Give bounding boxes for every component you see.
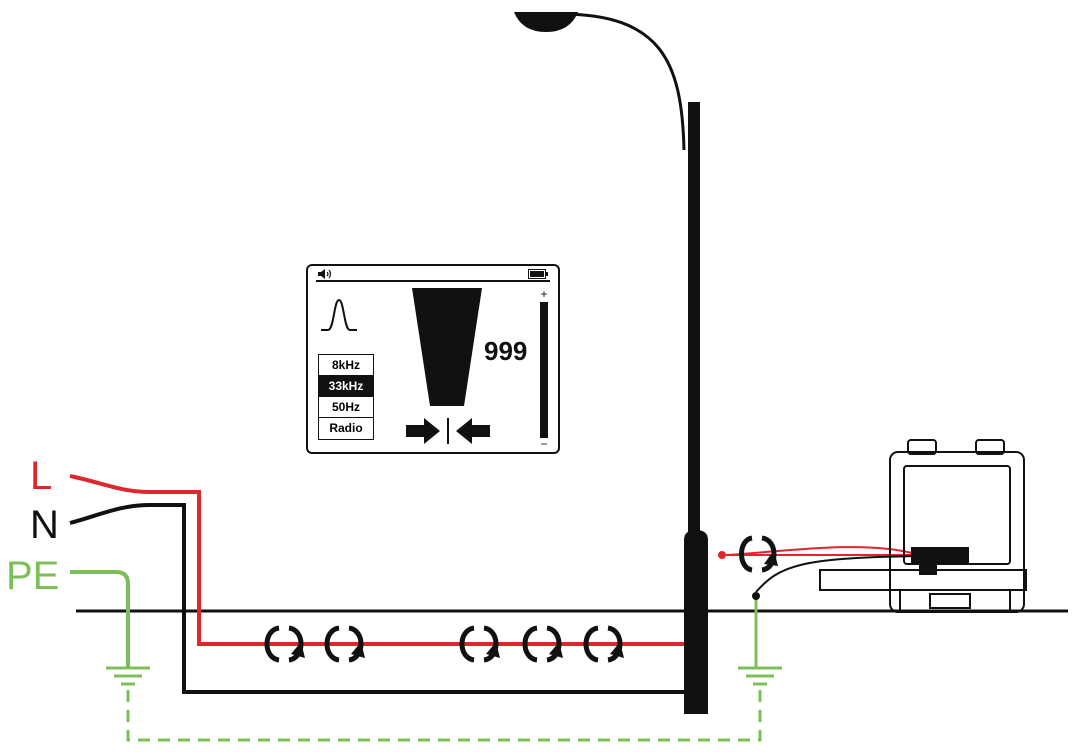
display-header-rule bbox=[316, 280, 550, 282]
signal-gauge: + − bbox=[540, 288, 548, 450]
battery-icon bbox=[528, 269, 548, 279]
earth-stake-node bbox=[752, 592, 760, 600]
earth-wire-label: PE bbox=[6, 554, 60, 598]
frequency-radio[interactable]: Radio bbox=[329, 421, 363, 435]
signal-reading: 999 bbox=[484, 336, 528, 366]
ground-symbol-icon bbox=[104, 666, 152, 686]
speaker-icon bbox=[318, 269, 332, 279]
live-wire-label: L bbox=[30, 454, 53, 498]
frequency-8khz[interactable]: 8kHz bbox=[319, 355, 373, 376]
transmitter-case-icon bbox=[819, 439, 1027, 613]
gauge-plus-label: + bbox=[540, 288, 547, 301]
gauge-minus-label: − bbox=[540, 437, 547, 450]
centering-arrows-icon bbox=[406, 418, 490, 444]
signal-cone-icon bbox=[412, 288, 482, 406]
signal-clamp-icon bbox=[718, 535, 921, 593]
peak-response-icon bbox=[321, 298, 357, 331]
frequency-50hz[interactable]: 50Hz bbox=[319, 397, 373, 418]
street-lamp-icon bbox=[514, 12, 708, 714]
earth-bond-dashed bbox=[126, 690, 762, 742]
neutral-wire bbox=[69, 503, 700, 694]
frequency-list: 8kHz 33kHz 50Hz Radio bbox=[318, 354, 374, 440]
locator-display: 8kHz 33kHz 50Hz Radio 999 + − bbox=[306, 264, 560, 454]
neutral-wire-label: N bbox=[30, 503, 59, 547]
frequency-33khz[interactable]: 33kHz bbox=[319, 376, 373, 397]
earth-wire bbox=[70, 570, 130, 668]
ground-symbol-icon bbox=[736, 666, 784, 686]
live-wire bbox=[69, 474, 690, 646]
